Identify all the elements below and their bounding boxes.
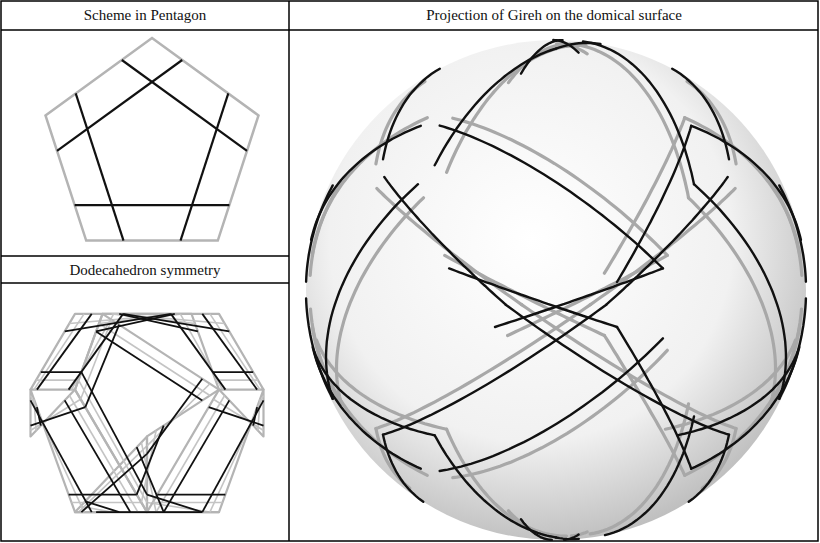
gireh-line: [694, 184, 786, 399]
band-shadow: [313, 328, 428, 475]
band-shadow: [453, 118, 668, 255]
gireh-line: [383, 69, 440, 160]
column-header: Projection of Gireh on the domical surfa…: [290, 6, 818, 24]
band-shadow: [337, 198, 424, 404]
gireh-line: [306, 185, 333, 281]
dodecahedron-view: [31, 314, 264, 512]
gireh-line: [779, 185, 806, 281]
gireh-line: [85, 325, 119, 407]
band-shadow: [153, 502, 223, 504]
gireh-line: [691, 347, 799, 469]
gireh-line: [521, 40, 563, 74]
gireh-line: [181, 93, 229, 240]
gireh-line: [202, 314, 257, 390]
pentagon-outline: [46, 38, 259, 241]
gireh-line: [57, 60, 182, 151]
gireh-line: [313, 347, 421, 469]
gireh-line: [213, 371, 254, 373]
gireh-line: [75, 204, 230, 206]
band-shadow: [590, 404, 688, 534]
gireh-line: [96, 511, 202, 513]
band-shadow: [702, 429, 736, 489]
band-shadow: [376, 82, 425, 164]
gireh-line: [81, 372, 147, 495]
column-header: Dodecahedron symmetry: [2, 261, 288, 279]
gireh-line: [41, 371, 82, 373]
gireh-line: [435, 435, 556, 537]
band-shadow: [522, 305, 737, 429]
band-shadow: [156, 396, 225, 513]
pentagon-scheme: [46, 38, 259, 241]
gireh-line: [672, 69, 729, 160]
gireh-line: [677, 352, 797, 435]
band-shadow: [689, 198, 776, 404]
face-outline: [147, 390, 264, 512]
gireh-line: [147, 495, 202, 512]
header-text: Dodecahedron symmetry: [69, 262, 220, 278]
gireh-line: [384, 177, 505, 305]
band-shadow: [687, 82, 736, 164]
gireh-line: [37, 314, 92, 390]
gireh-line: [311, 126, 421, 240]
gireh-line: [171, 314, 226, 390]
gireh-line: [65, 400, 131, 512]
gireh-line: [691, 126, 801, 240]
band-shadow: [570, 44, 688, 198]
row-divider: [1, 255, 289, 257]
gireh-line: [440, 338, 663, 471]
gireh-line: [119, 314, 198, 332]
gireh-line: [202, 400, 263, 512]
gireh-line: [689, 435, 729, 502]
gireh-line: [440, 126, 663, 269]
band-shadow: [685, 118, 800, 256]
dome-sphere: [306, 40, 806, 540]
column-divider: [288, 1, 290, 541]
band-shadow: [376, 305, 591, 429]
gireh-line: [122, 60, 247, 151]
header-rule: [1, 29, 818, 31]
gireh-lines: [306, 40, 806, 540]
band-shadow: [685, 328, 800, 475]
gireh-line: [383, 305, 606, 435]
gireh-line: [69, 494, 137, 496]
gireh-line: [69, 314, 124, 390]
gireh-line: [605, 417, 694, 536]
gireh-line: [326, 184, 418, 399]
gireh-line: [564, 535, 579, 540]
gireh-line: [495, 268, 663, 327]
band-shadow: [312, 118, 427, 256]
gireh-line: [76, 93, 124, 240]
header-text: Scheme in Pentagon: [84, 7, 206, 23]
gireh-line: [137, 447, 164, 512]
gireh-line: [164, 400, 230, 512]
gireh-line: [606, 177, 727, 305]
gireh-line: [506, 305, 729, 435]
gireh-lines: [31, 314, 264, 512]
gireh-line: [583, 42, 694, 185]
dodecahedron-edges: [31, 314, 264, 512]
band-shadow: [447, 429, 556, 535]
face-outline: [31, 390, 148, 512]
gireh-line: [96, 331, 202, 400]
sphere-cell: [306, 40, 806, 540]
gireh-line: [383, 435, 423, 502]
band-shadow: [141, 431, 156, 503]
band-shadow: [72, 502, 142, 504]
column-header: Scheme in Pentagon: [2, 6, 288, 24]
gireh-line: [521, 519, 552, 540]
band-shadow: [258, 399, 260, 430]
band-shadow: [376, 429, 410, 489]
gireh-line: [147, 379, 202, 454]
gireh-shadow: [310, 44, 802, 536]
header-text: Projection of Gireh on the domical surfa…: [426, 7, 682, 23]
header-rule: [1, 282, 289, 284]
gireh-line: [157, 494, 225, 496]
